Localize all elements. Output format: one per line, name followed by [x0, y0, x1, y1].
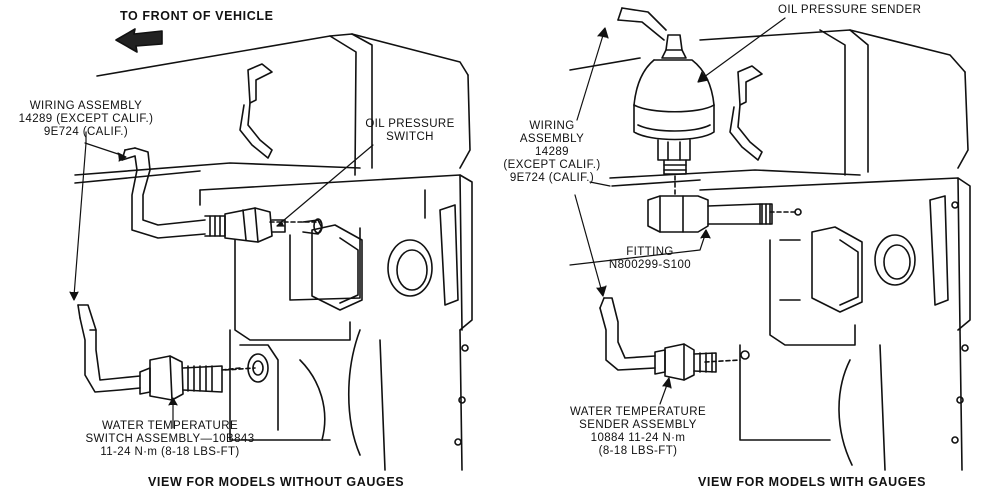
fitting-line-2: N800299-S100: [608, 259, 692, 271]
left-water-temp-switch: [139, 355, 264, 401]
right-wiring-assembly-label: WIRING ASSEMBLY 14289 (EXCEPT CALIF.) 9E…: [492, 120, 612, 185]
right-water-temp-line-4: (8-18 LBS-FT): [598, 445, 678, 457]
oil-switch-line-1: OIL PRESSURE: [365, 118, 455, 130]
right-engine-block: [569, 29, 971, 471]
right-view-caption: VIEW FOR MODELS WITH GAUGES: [698, 475, 927, 489]
oil-switch-line-2: SWITCH: [386, 131, 434, 143]
left-water-temp-line-1: WATER TEMPERATURE: [101, 420, 239, 432]
right-wiring-line-4: (EXCEPT CALIF.): [503, 159, 601, 171]
left-engine-block: [74, 28, 473, 471]
left-wiring-assembly: [77, 147, 206, 393]
right-water-temp-line-2: SENDER ASSEMBLY: [579, 419, 697, 431]
right-wiring-assembly: [599, 7, 667, 371]
right-fitting: [647, 195, 773, 233]
fitting-line-1: FITTING: [626, 246, 674, 258]
left-wiring-line-3: 9E724 (CALIF.): [43, 126, 129, 138]
right-wiring-line-2: ASSEMBLY: [519, 133, 585, 145]
left-water-temp-label: WATER TEMPERATURE SWITCH ASSEMBLY—10B843…: [70, 420, 270, 459]
front-of-vehicle-label: TO FRONT OF VEHICLE: [120, 9, 274, 23]
left-wiring-line-1: WIRING ASSEMBLY: [29, 100, 143, 112]
left-wiring-assembly-label: WIRING ASSEMBLY 14289 (EXCEPT CALIF.) 9E…: [6, 100, 166, 139]
fitting-label: FITTING N800299-S100: [590, 246, 710, 272]
oil-pressure-sender-label: OIL PRESSURE SENDER: [778, 4, 922, 16]
left-water-temp-line-3: 11-24 N·m (8-18 LBS-FT): [100, 446, 240, 458]
right-wiring-line-5: 9E724 (CALIF.): [509, 172, 595, 184]
right-water-temp-line-3: 10884 11-24 N·m: [590, 432, 686, 444]
left-wiring-line-2: 14289 (EXCEPT CALIF.): [18, 113, 154, 125]
oil-pressure-switch-label: OIL PRESSURE SWITCH: [340, 118, 480, 144]
right-leader-lines: [569, 17, 786, 405]
left-oil-pressure-switch: [204, 207, 323, 243]
left-leader-lines: [69, 131, 374, 429]
right-wiring-line-1: WIRING: [529, 120, 575, 132]
left-water-temp-line-2: SWITCH ASSEMBLY—10B843: [85, 433, 255, 445]
right-water-temp-line-1: WATER TEMPERATURE: [569, 406, 707, 418]
right-water-temp-sender: [654, 343, 717, 381]
right-water-temp-label: WATER TEMPERATURE SENDER ASSEMBLY 10884 …: [563, 406, 713, 458]
left-view-caption: VIEW FOR MODELS WITHOUT GAUGES: [148, 475, 405, 489]
right-oil-pressure-sender: [633, 34, 715, 197]
right-wiring-line-3: 14289: [535, 146, 569, 158]
